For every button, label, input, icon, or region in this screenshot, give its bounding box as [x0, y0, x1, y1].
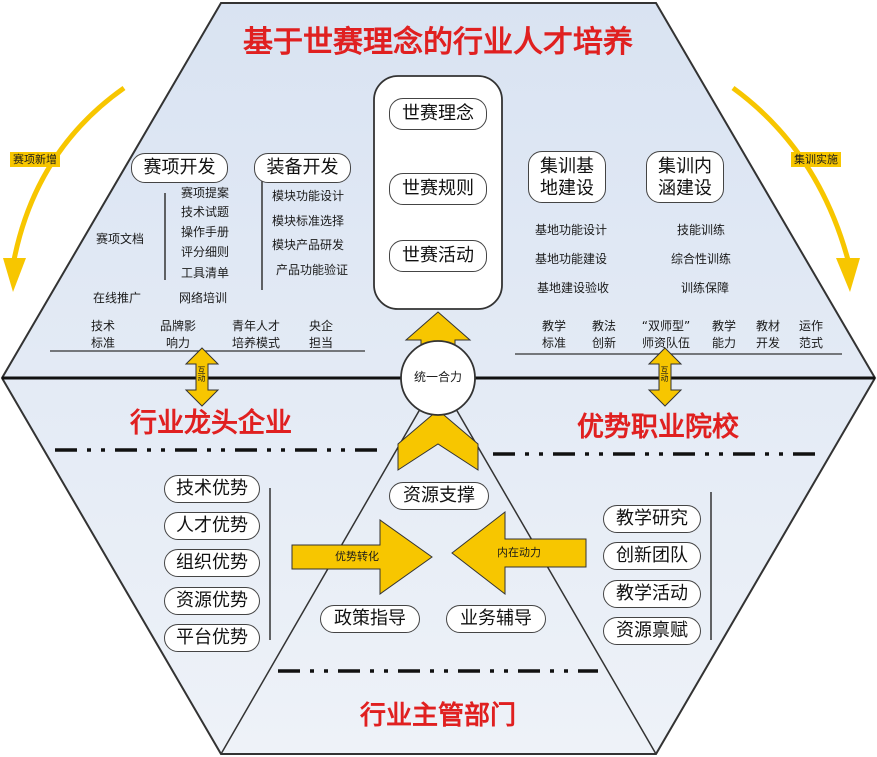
advantage-arrow: [291, 519, 433, 595]
doc-item: 技术试题: [181, 205, 230, 219]
equip-item: 模块标准选择: [272, 214, 345, 228]
left-curved-arrowhead: [3, 258, 26, 292]
resource-support-pill: 资源支撑: [389, 482, 489, 510]
motive-arrow: [451, 510, 587, 596]
inner-item: 综合性训练: [671, 252, 732, 266]
right-row-bottom: 能力: [711, 336, 737, 350]
center-pill-concept: 世赛理念: [389, 98, 487, 130]
equip-item: 模块产品研发: [272, 238, 345, 252]
college-pill: 资源禀赋: [603, 617, 701, 645]
left-row-bottom: 培养模式: [231, 336, 281, 350]
network-label: 网络培训: [179, 291, 228, 305]
doc-label: 赛项文档: [96, 232, 145, 246]
equip-item: 模块功能设计: [272, 189, 345, 203]
advantage-arrow-label: 优势转化: [335, 550, 379, 563]
right-row-bottom: 标准: [541, 336, 567, 350]
left-row-top: 技术: [90, 319, 116, 333]
inner-item: 训练保障: [681, 281, 730, 295]
inner-construction-heading: 集训内涵建设: [646, 151, 724, 203]
left-row-bottom: 标准: [90, 336, 116, 350]
right-row-bottom: 范式: [798, 336, 824, 350]
center-pill-activities: 世赛活动: [389, 240, 487, 272]
right-row-top: 教材: [755, 319, 781, 333]
left-interaction-label: 互动: [197, 366, 206, 382]
department-title: 行业主管部门: [359, 701, 517, 731]
base-item: 基地功能建设: [535, 252, 608, 266]
enterprise-pill: 平台优势: [164, 624, 260, 652]
doc-item: 评分细则: [181, 245, 230, 259]
right-row-top: 教学: [711, 319, 737, 333]
center-circle: [400, 340, 476, 416]
equip-item: 产品功能验证: [276, 263, 349, 277]
base-item: 基地建设验收: [537, 281, 610, 295]
college-pill: 教学研究: [603, 505, 701, 533]
up-chevron-arrow: [397, 409, 479, 471]
business-guidance-pill: 业务辅导: [446, 605, 546, 633]
motive-arrow-label: 内在动力: [497, 546, 541, 559]
college-pill: 创新团队: [603, 542, 701, 570]
event-dev-heading: 赛项开发: [131, 153, 228, 183]
college-pill: 教学活动: [603, 580, 701, 608]
enterprise-pill: 资源优势: [164, 587, 260, 615]
right-interaction-label: 互动: [660, 366, 669, 382]
left-row-bottom: 担当: [308, 336, 334, 350]
left-row-top: 央企: [308, 319, 334, 333]
policy-guidance-pill: 政策指导: [320, 605, 420, 633]
left-double-arrow: [184, 347, 220, 407]
center-circle-label: 统一合力: [413, 370, 463, 384]
enterprise-title: 行业龙头企业: [130, 408, 292, 439]
left-row-top: 青年人才: [231, 319, 281, 333]
center-pill-rules: 世赛规则: [389, 173, 487, 205]
enterprise-pill: 技术优势: [164, 475, 260, 503]
left-row-bottom: 响力: [165, 336, 191, 350]
right-row-top: 教学: [541, 319, 567, 333]
base-construction-heading: 集训基地建设: [528, 151, 606, 203]
right-row-bottom: 开发: [755, 336, 781, 350]
enterprise-pill: 组织优势: [164, 549, 260, 577]
inner-item: 技能训练: [677, 223, 726, 237]
equip-dev-heading: 装备开发: [254, 153, 351, 183]
right-arrow-label: 集训实施: [791, 152, 841, 167]
right-double-arrow: [647, 347, 683, 407]
left-row-top: 品牌影: [159, 319, 197, 333]
doc-item: 操作手册: [181, 225, 230, 239]
main-title: 基于世赛理念的行业人才培养: [243, 25, 633, 60]
right-row-bottom: 师资队伍: [641, 336, 691, 350]
right-row-top: 运作: [798, 319, 824, 333]
online-label: 在线推广: [93, 291, 142, 305]
college-title: 优势职业院校: [577, 412, 739, 443]
doc-item: 工具清单: [181, 266, 230, 280]
enterprise-pill: 人才优势: [164, 512, 260, 540]
doc-item: 赛项提案: [181, 186, 230, 200]
right-row-top: “双师型”: [641, 319, 691, 333]
right-curved-arrowhead: [836, 258, 860, 292]
base-item: 基地功能设计: [535, 223, 608, 237]
right-row-top: 教法: [591, 319, 617, 333]
right-row-bottom: 创新: [591, 336, 617, 350]
left-arrow-label: 赛项新增: [10, 152, 60, 167]
